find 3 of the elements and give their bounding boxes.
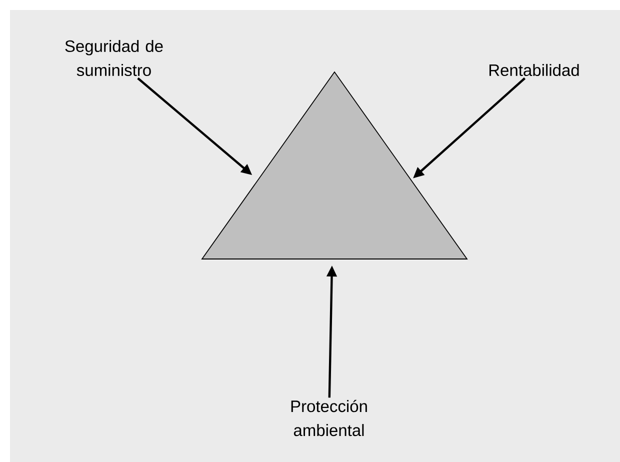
text-label: Seguridad de suministro — [65, 40, 163, 76]
text-label: Rentabilidad — [489, 64, 579, 76]
text-label: Protección ambiental — [291, 400, 367, 436]
